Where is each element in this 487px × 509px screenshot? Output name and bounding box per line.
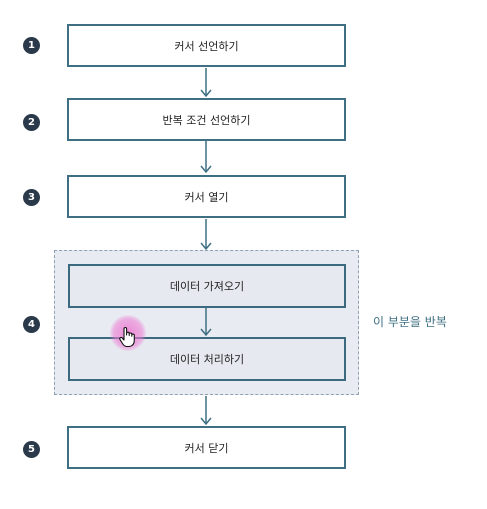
step-number-3: 3: [23, 189, 40, 206]
step-number-1: 1: [23, 37, 40, 54]
step-box-declare-loop-condition: 반복 조건 선언하기: [67, 98, 346, 141]
step-number-5: 5: [23, 441, 40, 458]
arrowhead-loop-5: [200, 417, 212, 426]
step-number-2: 2: [23, 114, 40, 131]
step-box-open-cursor: 커서 열기: [67, 175, 346, 218]
arrowhead-fetch-process: [200, 328, 212, 337]
step-box-declare-cursor: 커서 선언하기: [67, 24, 346, 67]
loop-box-process-data: 데이터 처리하기: [68, 337, 346, 381]
step-number-4: 4: [23, 316, 40, 333]
step-box-close-cursor: 커서 닫기: [67, 426, 346, 469]
arrowhead-3-loop: [200, 242, 212, 251]
loop-box-fetch-data: 데이터 가져오기: [68, 264, 346, 308]
hand-pointer-icon: [119, 326, 135, 348]
loop-label: 이 부분을 반복: [373, 315, 447, 329]
arrowhead-2-3: [200, 165, 212, 174]
arrowhead-1-2: [200, 89, 212, 98]
